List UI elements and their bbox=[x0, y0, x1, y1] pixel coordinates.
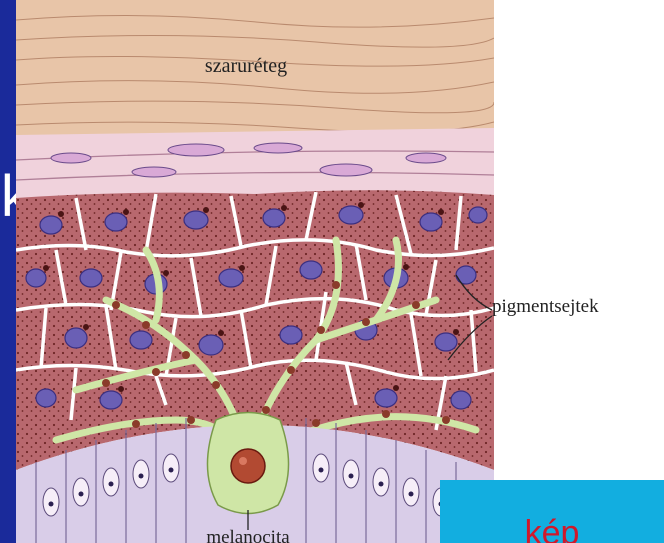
image-caption-text: kép bbox=[440, 514, 664, 543]
label-melanocyte: melanocita bbox=[206, 527, 290, 543]
skin-diagram: szaruréteg melanocita bbox=[16, 0, 494, 543]
image-caption-box[interactable]: kép bbox=[440, 480, 664, 543]
skin-illustration: szaruréteg melanocita bbox=[16, 0, 494, 543]
right-white-area bbox=[494, 0, 664, 480]
label-stratum-corneum: szaruréteg bbox=[205, 55, 287, 77]
granular-layer bbox=[16, 128, 494, 200]
label-pigment-cells: pigmentsejtek bbox=[492, 296, 599, 318]
melanocyte-cell bbox=[207, 413, 288, 514]
